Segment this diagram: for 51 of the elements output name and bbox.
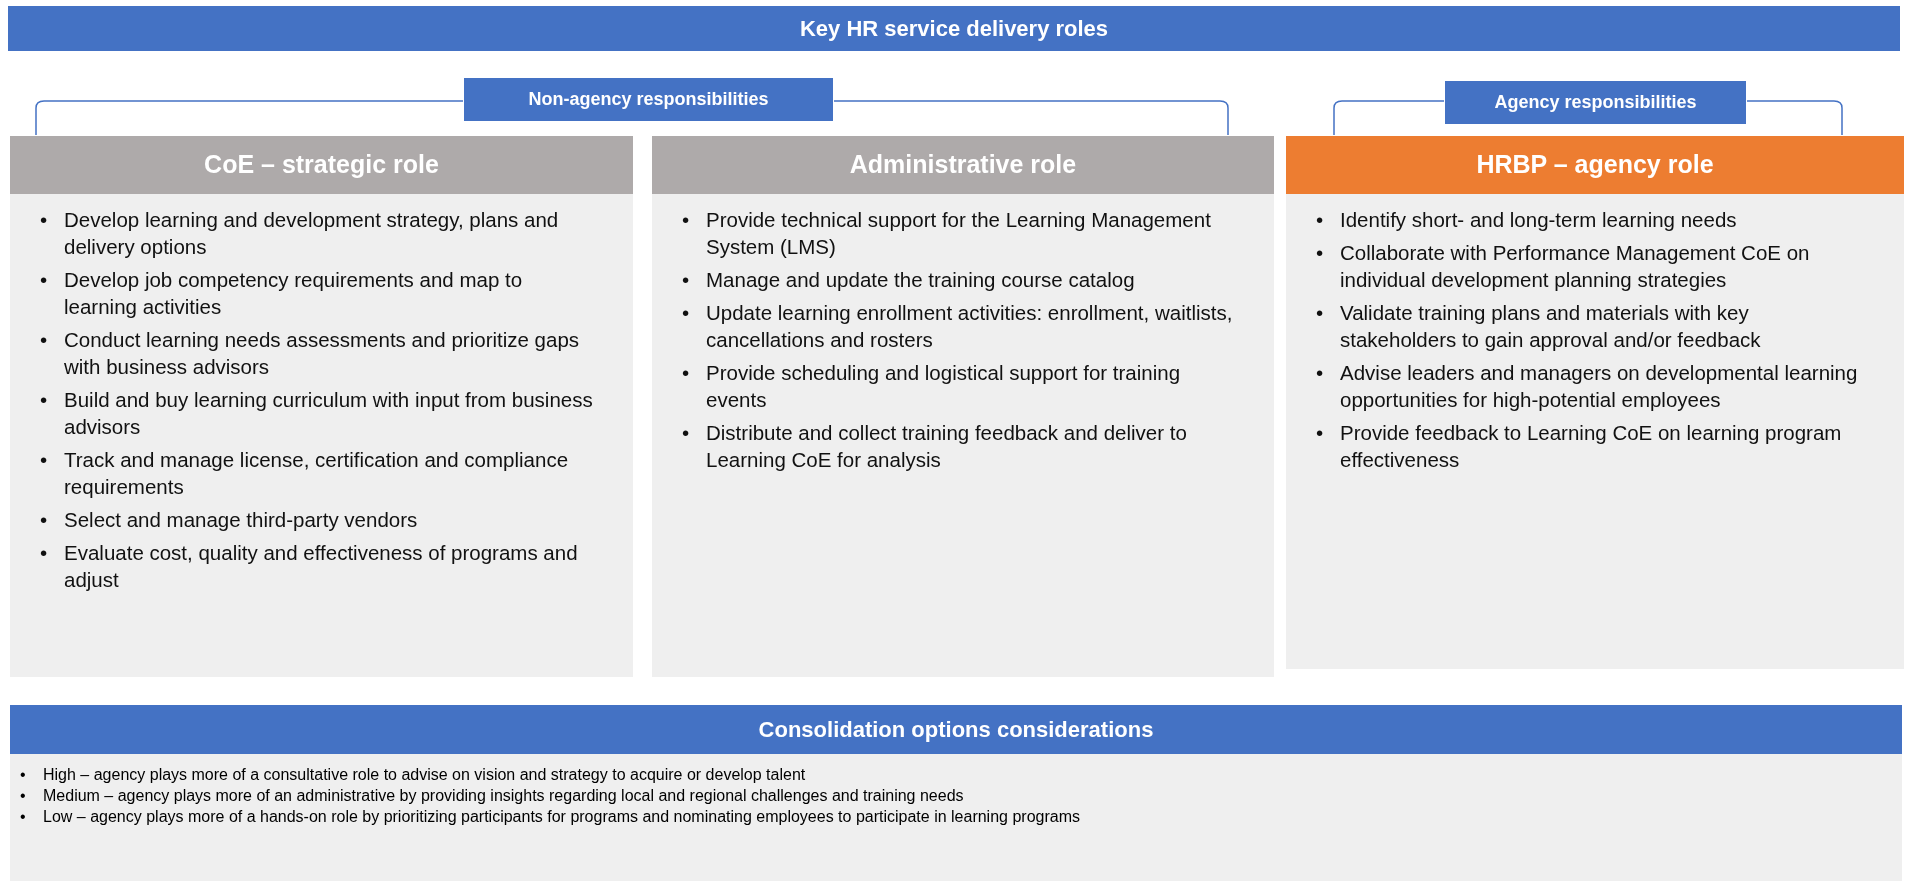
bullet-marker: • bbox=[40, 327, 49, 353]
bullet-marker: • bbox=[1316, 240, 1325, 266]
bullet-text: Select and manage third-party vendors bbox=[64, 507, 418, 533]
title-bar: Key HR service delivery roles bbox=[8, 6, 1900, 51]
bullet-marker: • bbox=[682, 207, 691, 233]
bullet-text: Distribute and collect training feedback and deliver to Learning CoE for analysis bbox=[706, 420, 1188, 473]
role-column bbox=[10, 136, 633, 677]
bullet-marker: • bbox=[40, 507, 49, 533]
bullet-text: Provide technical support for the Learning Management System (LMS) bbox=[706, 207, 1212, 260]
bullet-text: Develop learning and development strategy, plans and delivery options bbox=[64, 207, 560, 260]
bullet-marker: • bbox=[40, 267, 49, 293]
bullet-marker: • bbox=[40, 207, 49, 233]
bullet-text: Provide scheduling and logistical support for training events bbox=[706, 360, 1182, 413]
role-column bbox=[652, 136, 1274, 677]
bullet-marker: • bbox=[682, 420, 691, 446]
column-header: CoE – strategic role bbox=[10, 136, 633, 194]
bullet-marker: • bbox=[40, 540, 49, 566]
bullet-text: Evaluate cost, quality and effectiveness of programs and adjust bbox=[64, 540, 579, 593]
bullet-marker: • bbox=[682, 267, 691, 293]
bullet-marker: • bbox=[20, 765, 27, 785]
bullet-text: Track and manage license, certification and compliance requirements bbox=[64, 447, 570, 500]
bullet-text: Update learning enrollment activities: enrollment, waitlists, cancellations and rosters bbox=[706, 300, 1234, 353]
bullet-marker: • bbox=[682, 300, 691, 326]
bullet-marker: • bbox=[682, 360, 691, 386]
bullet-marker: • bbox=[1316, 207, 1325, 233]
bullet-text: Low – agency plays more of a hands-on role by prioritizing participants for programs and nominating employees to participate in learning programs bbox=[43, 807, 1080, 827]
bullet-text: High – agency plays more of a consultative role to advise on vision and strategy to acquire or develop talent bbox=[43, 765, 806, 785]
bullet-marker: • bbox=[20, 807, 27, 827]
role-column bbox=[1286, 136, 1904, 669]
bullet-text: Medium – agency plays more of an administrative by providing insights regarding local and regional challenges and training needs bbox=[43, 786, 964, 806]
bullet-text: Develop job competency requirements and map to learning activities bbox=[64, 267, 524, 320]
bullet-text: Manage and update the training course catalog bbox=[706, 267, 1135, 293]
bullet-marker: • bbox=[1316, 420, 1325, 446]
bullet-marker: • bbox=[40, 447, 49, 473]
bullet-text: Collaborate with Performance Management CoE on individual development planning strategies bbox=[1340, 240, 1811, 293]
column-header: Consolidation options considerations bbox=[10, 705, 1902, 754]
column-header: HRBP – agency role bbox=[1286, 136, 1904, 194]
bullet-text: Validate training plans and materials with key stakeholders to gain approval and/or feedback bbox=[1340, 300, 1762, 353]
column-header: Administrative role bbox=[652, 136, 1274, 194]
bullet-text: Conduct learning needs assessments and prioritize gaps with business advisors bbox=[64, 327, 581, 380]
bullet-text: Provide feedback to Learning CoE on learning program effectiveness bbox=[1340, 420, 1843, 473]
bullet-marker: • bbox=[1316, 300, 1325, 326]
section-tag: Agency responsibilities bbox=[1444, 80, 1747, 125]
bullet-marker: • bbox=[40, 387, 49, 413]
considerations-panel bbox=[10, 705, 1902, 881]
bullet-text: Identify short- and long-term learning needs bbox=[1340, 207, 1737, 233]
bullet-marker: • bbox=[20, 786, 27, 806]
bullet-text: Build and buy learning curriculum with input from business advisors bbox=[64, 387, 594, 440]
bullet-marker: • bbox=[1316, 360, 1325, 386]
bullet-text: Advise leaders and managers on developmental learning opportunities for high-potential employees bbox=[1340, 360, 1859, 413]
section-tag: Non-agency responsibilities bbox=[463, 77, 834, 122]
